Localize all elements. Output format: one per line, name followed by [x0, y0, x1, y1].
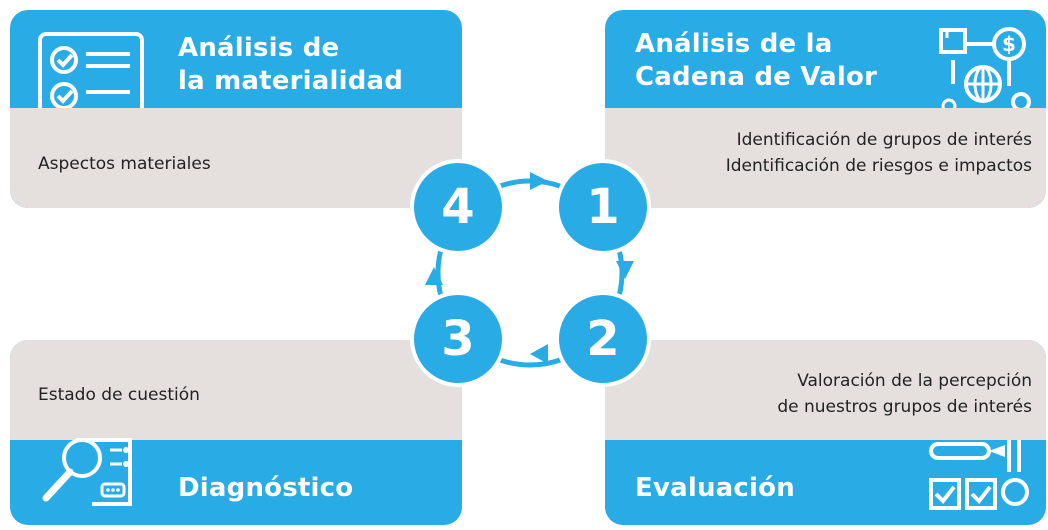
card-band [605, 108, 1046, 208]
card-title: Evaluación [635, 473, 795, 503]
card-band [10, 340, 462, 440]
card-value-chain: $ Análisis de la Cadena de Valor Identif… [605, 10, 1046, 208]
cycle-step-2: 2 [555, 291, 651, 387]
card-diagnosis: Estado de cuestión Diagnóstico [10, 340, 462, 525]
card-evaluation: Valoración de la percepción de nuestros … [605, 340, 1046, 525]
card-band [10, 108, 462, 208]
card-title: Diagnóstico [178, 473, 354, 503]
arrow-4-to-1 [530, 172, 548, 190]
title-line: Análisis de [178, 33, 340, 63]
arrow-3-to-4 [425, 267, 443, 285]
checklist-icon [38, 32, 144, 108]
evaluation-icon [929, 440, 1029, 510]
card-text: Estado de cuestión [38, 385, 200, 405]
card-text: Valoración de la percepción de nuestros … [777, 368, 1032, 420]
card-title: Análisis de la Cadena de Valor [635, 28, 877, 94]
arrow-2-to-3 [530, 344, 548, 364]
arrow-1-to-2 [616, 261, 634, 279]
value-chain-icon: $ [939, 27, 1031, 108]
card-title: Análisis de la materialidad [178, 32, 403, 98]
card-text: Aspectos materiales [38, 154, 211, 174]
text-line: Identificación de grupos de interés [736, 130, 1032, 150]
cycle-step-1: 1 [555, 159, 651, 255]
title-line: la materialidad [178, 66, 404, 96]
title-line: Análisis de la [635, 29, 833, 59]
card-band [605, 340, 1046, 440]
title-line: Cadena de Valor [635, 62, 878, 92]
cycle-step-3: 3 [410, 291, 506, 387]
text-line: Identificación de riesgos e impactos [725, 156, 1032, 176]
svg-text:$: $ [1002, 32, 1016, 56]
cycle-step-4: 4 [410, 159, 506, 255]
text-line: de nuestros grupos de interés [777, 397, 1032, 417]
card-materiality: Análisis de la materialidad Aspectos mat… [10, 10, 462, 208]
search-analysis-icon [42, 438, 132, 506]
card-text: Identificación de grupos de interés Iden… [726, 127, 1032, 179]
text-line: Valoración de la percepción [797, 371, 1032, 391]
